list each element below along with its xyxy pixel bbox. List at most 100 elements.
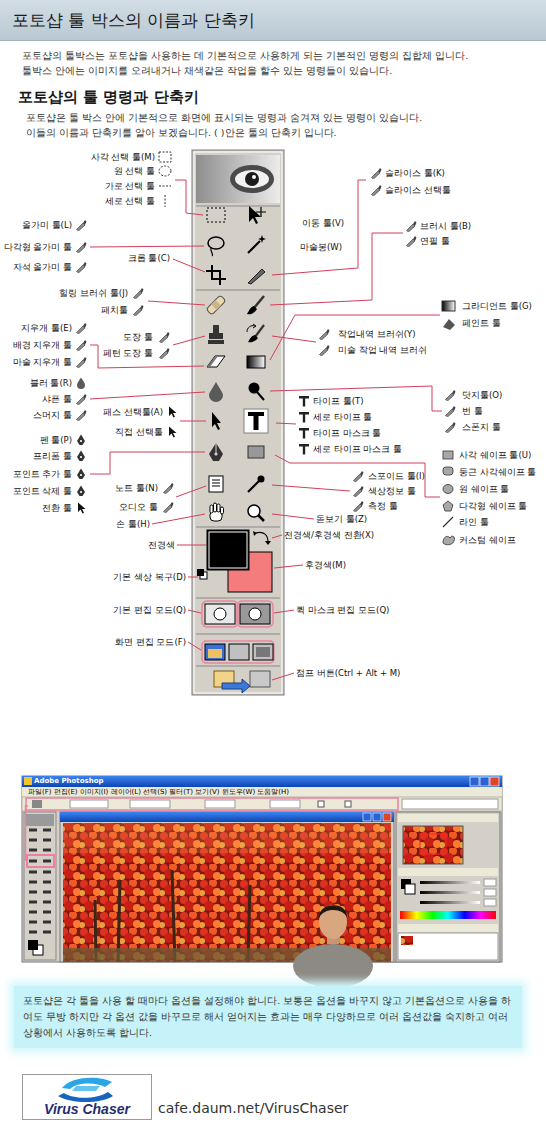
tool-label: 둥근 사각쉐이프 툴 [459,467,536,478]
type-icons [299,412,309,423]
tool-icon [247,326,255,332]
photoshop-screenshot [130,800,170,808]
tool-icon [372,185,382,196]
screen-mode-buttons [208,649,222,658]
tool-icon [207,208,225,222]
shape-icons [443,517,453,527]
tool-label: 스포이드 툴(I) [368,471,425,482]
photoshop-screenshot [26,798,398,810]
tool-label: 세로 선택 툴 [105,196,155,207]
tool-icon [258,235,266,243]
cafe-url: cafe.daum.net/VirusChaser [158,1099,348,1118]
tool-icon [254,296,264,308]
leader-line [272,514,314,519]
tool-icon [212,412,221,430]
tool-label: 펜 툴(P) [40,435,72,446]
photoshop-screenshot [420,891,480,894]
toolbox-panel [192,150,284,695]
tool-label: 돋보기 툴(Z) [316,514,367,525]
title-band [0,0,546,41]
window-title: Adobe Photoshop [34,777,103,786]
tool-icon [77,378,85,390]
tool-label: 세로 타이프 툴 [313,412,372,423]
leader-line [276,423,296,424]
leader-line [272,535,282,538]
leader-line [272,336,316,342]
screen-mode-buttons [202,641,274,663]
photoshop-screenshot [22,797,502,811]
tool-label: 타이프 마스크 툴 [313,428,381,439]
logo-icon [58,1078,113,1102]
tool-label: 노트 툴(N) [115,483,158,494]
tool-label: 기본 색상 복구(D) [113,572,186,583]
intro-paragraph: 이들의 이름과 단축키를 알아 보겠습니다. ( )안은 툴의 단축키 입니다. [26,126,337,139]
photoshop-screenshot [402,799,498,809]
photoshop-screenshot [29,860,51,863]
leader-line [90,392,205,399]
tool-icon [164,483,174,494]
photoshop-screenshot [319,905,347,939]
tool-label: 마술 지우개 툴 [13,357,72,368]
tool-icon [248,446,264,458]
tool-icon [207,356,225,367]
edit-mode-buttons [214,608,226,620]
tool-icon [217,504,220,512]
menu-bar-text: 파일(F) 편집(E) 이미지(I) 레이어(L) 선택(S) 필터(T) 보기… [28,788,289,797]
photoshop-screenshot [22,776,502,787]
tool-label: 전경색/후경색 전환(X) [284,530,374,541]
type-icons [299,444,309,455]
photoshop-screenshot [205,800,235,808]
tool-icon [164,502,174,513]
logo-box: Virus Chaser [22,1074,152,1120]
photoshop-screenshot [401,936,413,945]
tool-icon [134,288,144,299]
photoshop-screenshot [24,812,56,960]
screen-mode-buttons [202,641,274,663]
intro-paragraph: 툴박스 안에는 이미지를 오려내거나 채색같은 작업을 할수 있는 명령들이 있… [22,64,392,77]
photoshop-screenshot [396,812,500,962]
tool-label: 지우개 툴(E) [21,323,72,334]
photoshop-screenshot [319,905,347,918]
tool-icon [248,446,264,458]
photoshop-screenshot [32,800,42,808]
tool-label: 점프 버튼(Ctrl + Alt + M) [296,668,400,679]
tool-icon [209,382,223,402]
photoshop-screenshot [345,801,351,807]
page-title: 포토샵 툴 박스의 이름과 단축키 [12,9,255,31]
leader-line [188,610,201,613]
tool-icon [248,241,260,253]
tool-icon [249,383,265,401]
tool-label: 슬라이스 툴(K) [385,168,445,179]
tool-label: 손 툴(H) [116,519,150,530]
photoshop-screenshot [363,813,371,821]
tool-icon [248,269,265,284]
gradient-icons [442,301,455,311]
toolbox-panel [252,175,256,179]
tool-label: 브러시 툴(B) [420,221,471,232]
type-icons [299,396,309,455]
tool-icon [211,300,221,310]
tool-label: 슬라이스 선택툴 [385,185,451,196]
tool-icon [77,340,87,351]
tool-label: 세로 타이프 마스크 툴 [313,444,402,455]
tool-icon [446,406,456,417]
leader-line [152,514,205,524]
tool-label: 배경 지우개 툴 [13,340,72,351]
note-text: 포토샵은 각 툴을 사용 할 때마다 옵션을 설정해야 합니다. 보통은 옵션을… [23,993,513,1041]
edit-mode-buttons [202,601,273,627]
toolbox-panel [196,598,280,599]
photoshop-screenshot [398,814,498,822]
tool-icon [207,208,225,222]
leader-line [175,180,203,215]
toolbox-panel [196,290,280,291]
leader-line [274,610,294,613]
leader-line [270,386,442,411]
marquee-icons [159,186,171,187]
tool-label: 포인트 추가 툴 [13,469,72,480]
tool-icon [248,335,258,342]
edit-mode-buttons [202,601,238,627]
photoshop-screenshot [27,855,54,867]
toolbox-panel [196,666,280,667]
tool-label: 자석 올가미 툴 [13,262,72,273]
tool-label: 가로 선택 툴 [105,181,155,192]
